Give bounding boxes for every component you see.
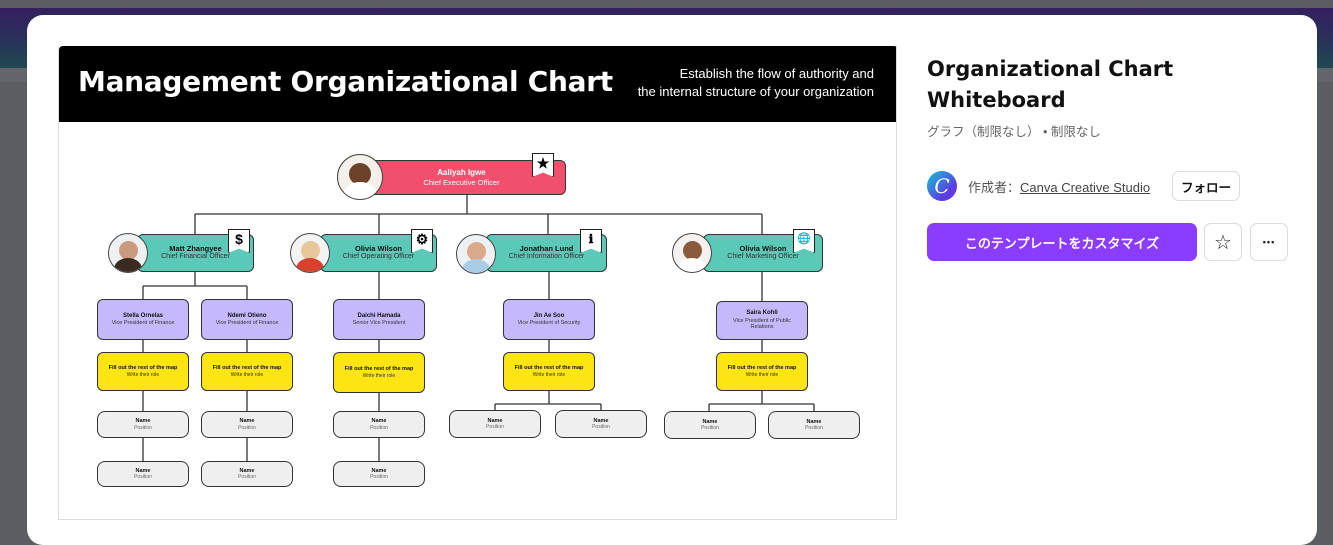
vp-name: Saira Kohli (746, 310, 778, 317)
more-options-button[interactable]: ••• (1250, 223, 1288, 261)
placeholder-name: Name (239, 467, 255, 474)
placeholder-name: Name (371, 467, 387, 474)
placeholder-name: Name (239, 418, 255, 425)
chief-role: Chief Financial Officer (161, 253, 230, 261)
ceo-role: Chief Executive Officer (423, 177, 500, 187)
cfo-avatar (108, 233, 148, 273)
placeholder-position: Position (370, 474, 388, 481)
author-link[interactable]: Canva Creative Studio (1020, 180, 1151, 195)
cio-avatar (456, 234, 496, 274)
chief-name: Matt Zhangyee (169, 244, 222, 254)
fill-sub: Write their role (532, 371, 566, 378)
customize-template-button[interactable]: このテンプレートをカスタマイズ (927, 223, 1197, 261)
chief-role: Chief Marketing Officer (727, 253, 799, 261)
follow-button[interactable]: フォロー (1172, 171, 1240, 201)
browser-strip (0, 0, 1333, 8)
placeholder-name: Name (702, 418, 718, 425)
cmo-avatar (672, 233, 712, 273)
preview-subtitle: Establish the flow of authority and the i… (638, 65, 874, 101)
placeholder-name: Name (593, 417, 609, 424)
placeholder-position: Position (805, 425, 823, 432)
placeholder-position: Position (701, 425, 719, 432)
placeholder-name: Name (135, 418, 151, 425)
preview-title: Management Organizational Chart (78, 65, 613, 98)
vp-name: Jin Ae Soo (533, 312, 565, 319)
globe-icon: 🌐 (793, 229, 815, 253)
placeholder-position: Position (134, 474, 152, 481)
subtitle-line: Establish the flow of authority and (679, 66, 874, 81)
fill-title: Fill out the rest of the map (514, 365, 584, 372)
template-title: Organizational Chart Whiteboard (927, 57, 1174, 112)
vp-role: Vice President of Finance (215, 319, 279, 326)
fill-title: Fill out the rest of the map (727, 365, 797, 372)
vp-role: Vice President of Finance (111, 319, 175, 326)
template-category: グラフ（制限なし） • 制限なし (927, 125, 1101, 139)
chief-role: Chief Information Officer (508, 253, 585, 261)
placeholder-name: Name (806, 418, 822, 425)
chief-name: Olivia Wilson (739, 244, 787, 254)
placeholder-position: Position (238, 424, 256, 431)
placeholder-position: Position (238, 474, 256, 481)
chief-name: Olivia Wilson (354, 244, 403, 254)
vp-role: Vice President of Public Relations (733, 317, 791, 331)
connector-lines (142, 195, 815, 461)
more-dots-icon: ••• (1262, 237, 1276, 247)
placeholder-name: Name (371, 418, 387, 425)
vp-role: Senior Vice President (352, 319, 406, 326)
subtitle-line: the internal structure of your organizat… (637, 84, 874, 99)
star-icon: ★ (532, 153, 554, 177)
author-line: 作成者：Canva Creative Studio (968, 177, 1150, 196)
placeholder-name: Name (487, 417, 503, 424)
ceo-name: Aaliyah Igwe (437, 168, 486, 178)
placeholder-position: Position (370, 424, 388, 431)
template-preview[interactable]: Management Organizational Chart Establis… (58, 46, 897, 520)
placeholder-position: Position (486, 424, 504, 431)
fill-sub: Write their role (126, 371, 160, 378)
placeholder-name: Name (135, 467, 151, 474)
chief-name: Jonathan Lund (519, 244, 574, 254)
chief-role: Chief Operating Officer (342, 253, 415, 261)
vp-role: Vice President of Security (517, 319, 581, 326)
fill-title: Fill out the rest of the map (212, 365, 282, 372)
star-glyph: ☆ (1214, 231, 1232, 254)
placeholder-position: Position (592, 424, 610, 431)
fill-title: Fill out the rest of the map (344, 366, 414, 373)
coo-avatar (290, 233, 330, 273)
favorite-star-icon[interactable]: ☆ (1204, 223, 1242, 261)
fill-title: Fill out the rest of the map (108, 365, 178, 372)
vp-name: Stella Ornelas (122, 312, 164, 319)
preview-header: Management Organizational Chart Establis… (59, 46, 896, 122)
placeholder-position: Position (134, 424, 152, 431)
vp-name: Daichi Hamada (357, 312, 401, 319)
ceo-card[interactable]: Aaliyah Igwe Chief Executive Officer (357, 160, 566, 195)
fill-sub: Write their role (362, 372, 396, 379)
fill-sub: Write their role (745, 371, 779, 378)
canva-logo-icon[interactable]: C (927, 171, 957, 201)
fill-sub: Write their role (230, 371, 264, 378)
ceo-avatar (337, 154, 383, 200)
author-prefix: 作成者： (968, 180, 1021, 195)
vp-name: Ndemi Otieno (227, 312, 267, 319)
